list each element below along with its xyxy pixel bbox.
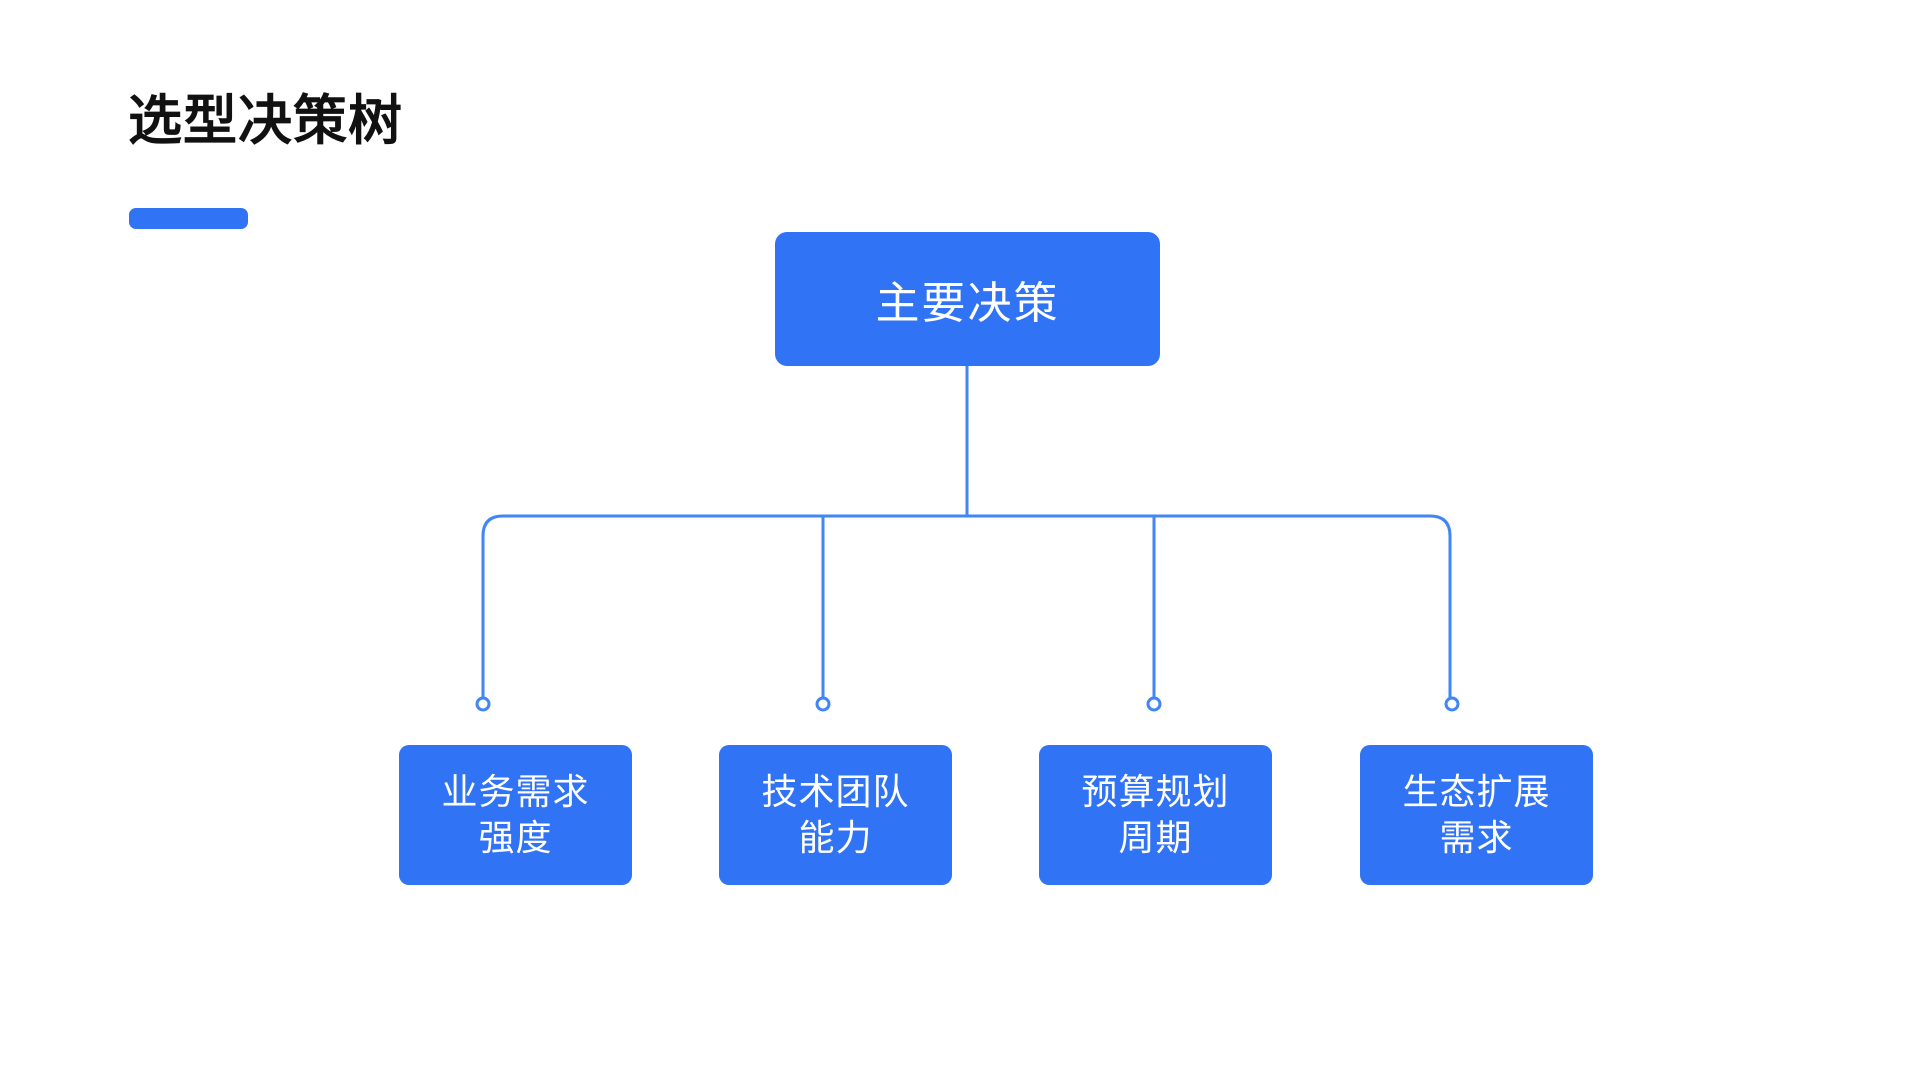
connector-endpoint-circle-2	[815, 696, 831, 712]
tree-node-child-4-line2: 需求	[1439, 817, 1514, 858]
tree-node-child-1-line2: 强度	[478, 817, 553, 858]
tree-node-root[interactable]: 主要决策	[775, 232, 1160, 366]
tree-node-child-2[interactable]: 技术团队能力	[719, 745, 952, 885]
connector-endpoint-circle-4	[1444, 696, 1460, 712]
tree-node-root-label: 主要决策	[875, 279, 1060, 328]
tree-node-child-4-label: 生态扩展需求	[1402, 769, 1550, 861]
tree-node-child-1-line1: 业务需求	[441, 770, 590, 812]
tree-node-child-2-line2: 能力	[798, 817, 873, 858]
connector-bus	[481, 514, 1452, 704]
tree-node-child-3[interactable]: 预算规划周期	[1039, 745, 1272, 885]
tree-node-child-3-label: 预算规划周期	[1081, 769, 1229, 861]
tree-node-child-1-label: 业务需求强度	[441, 769, 589, 861]
connector-endpoint-circle-3	[1146, 696, 1162, 712]
tree-node-child-3-line2: 周期	[1118, 817, 1193, 858]
tree-node-child-2-label: 技术团队能力	[761, 769, 909, 861]
tree-node-child-2-line1: 技术团队	[761, 770, 910, 812]
tree-node-child-4-line1: 生态扩展	[1402, 770, 1551, 812]
connector-endpoint-circle-1	[475, 696, 491, 712]
tree-node-child-4[interactable]: 生态扩展需求	[1360, 745, 1593, 885]
tree-node-child-3-line1: 预算规划	[1081, 770, 1230, 812]
page-title: 选型决策树	[128, 91, 403, 151]
title-accent-bar	[129, 208, 248, 229]
tree-node-child-1[interactable]: 业务需求强度	[399, 745, 632, 885]
